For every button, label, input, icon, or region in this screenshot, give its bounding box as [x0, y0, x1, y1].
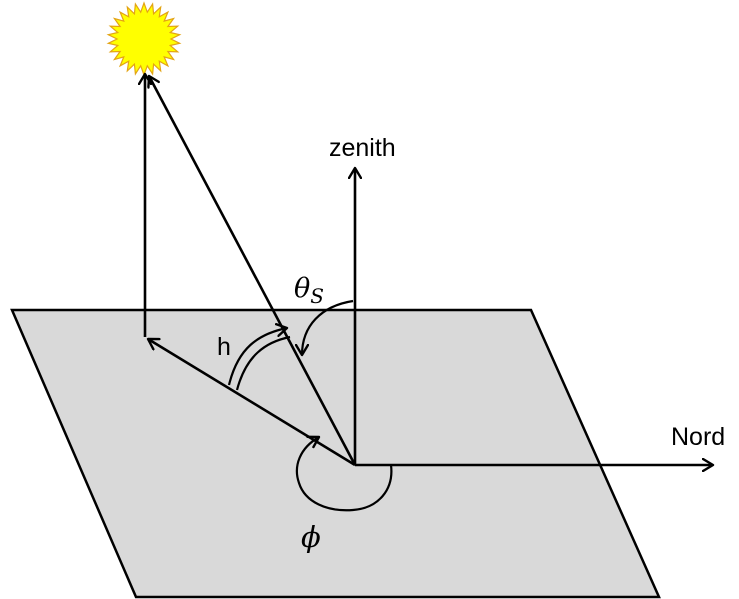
azimuth-angle-label: ϕ — [301, 520, 321, 554]
zenith-label: zenith — [329, 134, 396, 162]
zenith-angle-symbol: θ — [294, 273, 310, 304]
zenith-angle-subscript: S — [310, 284, 324, 308]
zenith-angle-label: θS — [294, 273, 324, 308]
sun-projection-arrow — [148, 339, 356, 467]
azimuth-angle-arc — [295, 437, 393, 512]
elevation-angle-label: h — [217, 333, 231, 361]
sun-direction-arrow — [149, 76, 357, 466]
sun-icon — [106, 1, 182, 77]
zenith-angle-arc — [302, 299, 354, 355]
elevation-angle-arc — [227, 328, 287, 386]
elevation-angle-arc-inner — [235, 335, 291, 391]
north-label: Nord — [671, 423, 725, 451]
